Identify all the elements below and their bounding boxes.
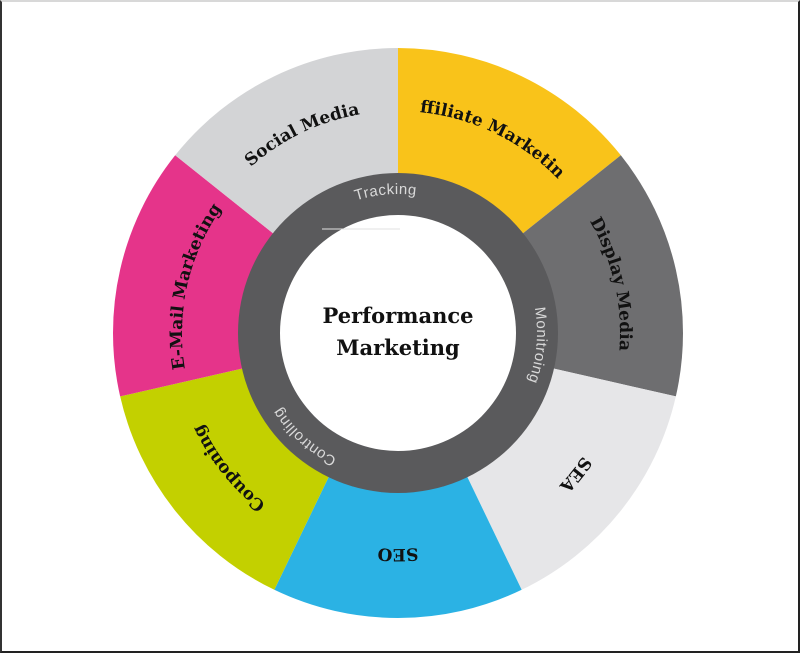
segment-label: SEO (377, 543, 419, 564)
center-title-line-1: Performance (323, 303, 474, 328)
center-title-line-2: Marketing (336, 335, 460, 360)
center-circle (280, 215, 516, 451)
segment-label-text: SEO (377, 543, 419, 564)
